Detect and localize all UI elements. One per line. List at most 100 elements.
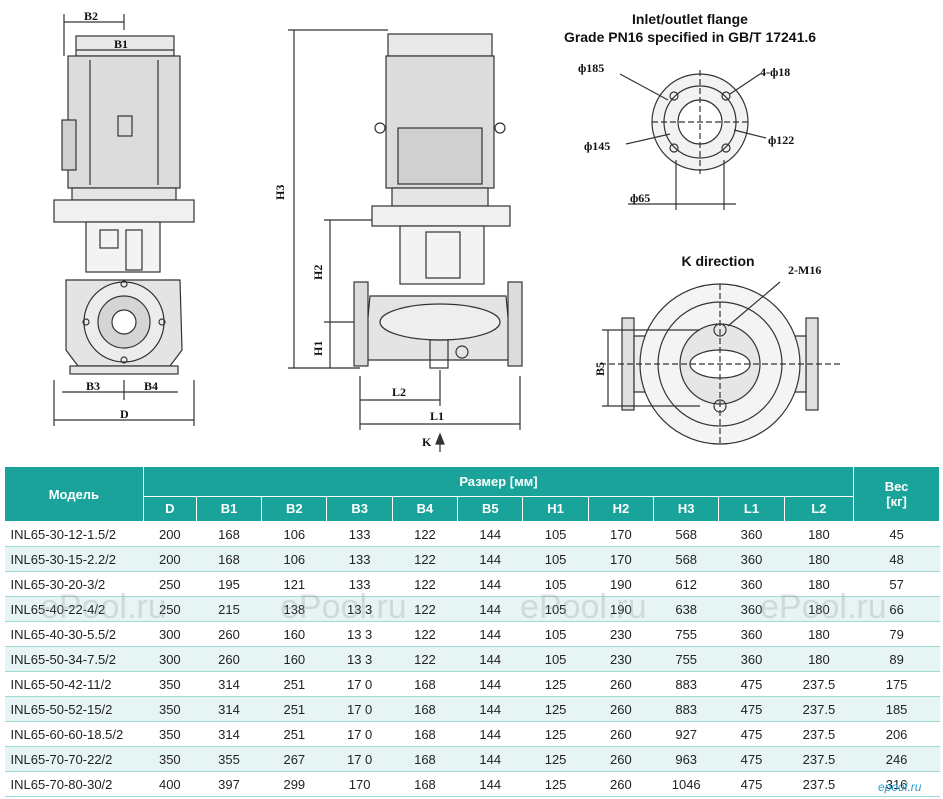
label-l2: L2: [392, 385, 406, 399]
value-cell: 195: [196, 571, 262, 597]
value-cell: 360: [718, 521, 785, 547]
value-cell: 251: [261, 721, 327, 747]
model-header: Модель: [4, 466, 144, 522]
value-cell: 133: [326, 571, 393, 597]
label-b4: B4: [144, 379, 158, 393]
value-cell: 17 0: [326, 696, 393, 722]
flange-title: Inlet/outlet flange: [632, 11, 748, 27]
value-cell: 300: [143, 646, 197, 672]
value-cell: 314: [196, 671, 262, 697]
value-cell: 57: [853, 571, 940, 597]
value-cell: 125: [522, 746, 589, 772]
column-header-d: D: [142, 495, 197, 523]
value-cell: 144: [457, 671, 523, 697]
column-header-b3: B3: [326, 495, 393, 523]
value-cell: 105: [522, 521, 589, 547]
value-cell: 144: [457, 621, 523, 647]
flange-subtitle: Grade PN16 specified in GB/T 17241.6: [564, 29, 816, 45]
value-cell: 66: [853, 596, 940, 622]
value-cell: 883: [653, 671, 719, 697]
value-cell: 316: [853, 771, 940, 797]
value-cell: 755: [653, 646, 719, 672]
value-cell: 230: [588, 621, 654, 647]
model-cell: INL65-30-20-3/2: [4, 571, 144, 597]
column-header-b1: B1: [195, 495, 263, 523]
value-cell: 360: [718, 596, 785, 622]
value-cell: 144: [457, 521, 523, 547]
value-cell: 168: [392, 746, 458, 772]
value-cell: 13 3: [326, 646, 393, 672]
value-cell: 237.5: [784, 671, 854, 697]
value-cell: 475: [718, 746, 785, 772]
value-cell: 125: [522, 771, 589, 797]
label-m16: 2-M16: [788, 263, 821, 277]
model-cell: INL65-60-60-18.5/2: [4, 721, 144, 747]
value-cell: 180: [784, 646, 854, 672]
value-cell: 13 3: [326, 596, 393, 622]
value-cell: 144: [457, 771, 523, 797]
value-cell: 250: [143, 596, 197, 622]
value-cell: 400: [143, 771, 197, 797]
k-direction-view: [600, 281, 840, 445]
label-d: D: [120, 407, 129, 421]
model-cell: INL65-30-15-2.2/2: [4, 546, 144, 572]
column-header-l2: L2: [783, 495, 855, 523]
value-cell: 568: [653, 546, 719, 572]
value-cell: 168: [392, 696, 458, 722]
value-cell: 360: [718, 621, 785, 647]
value-cell: 175: [853, 671, 940, 697]
value-cell: 251: [261, 671, 327, 697]
value-cell: 299: [261, 771, 327, 797]
value-cell: 237.5: [784, 746, 854, 772]
value-cell: 250: [143, 571, 197, 597]
value-cell: 160: [261, 646, 327, 672]
value-cell: 260: [588, 771, 654, 797]
label-h1: H1: [311, 341, 325, 356]
value-cell: 125: [522, 696, 589, 722]
value-cell: 190: [588, 596, 654, 622]
value-cell: 475: [718, 721, 785, 747]
value-cell: 180: [784, 521, 854, 547]
value-cell: 144: [457, 571, 523, 597]
value-cell: 144: [457, 721, 523, 747]
value-cell: 133: [326, 546, 393, 572]
value-cell: 122: [392, 621, 458, 647]
value-cell: 200: [143, 546, 197, 572]
value-cell: 180: [784, 621, 854, 647]
column-header-b2: B2: [261, 495, 328, 523]
column-header-h3: H3: [653, 495, 720, 523]
value-cell: 105: [522, 646, 589, 672]
value-cell: 350: [143, 746, 197, 772]
value-cell: 1046: [653, 771, 719, 797]
value-cell: 17 0: [326, 671, 393, 697]
value-cell: 122: [392, 646, 458, 672]
value-cell: 260: [588, 721, 654, 747]
value-cell: 122: [392, 546, 458, 572]
value-cell: 125: [522, 721, 589, 747]
label-b2: B2: [84, 9, 98, 23]
value-cell: 568: [653, 521, 719, 547]
value-cell: 168: [392, 771, 458, 797]
model-cell: INL65-50-52-15/2: [4, 696, 144, 722]
label-b3: B3: [86, 379, 100, 393]
value-cell: 168: [392, 671, 458, 697]
label-phi122: ф122: [768, 133, 794, 147]
label-l1: L1: [430, 409, 444, 423]
value-cell: 215: [196, 596, 262, 622]
value-cell: 160: [261, 621, 327, 647]
column-header-b4: B4: [391, 495, 459, 523]
value-cell: 180: [784, 546, 854, 572]
label-holes: 4-ф18: [760, 65, 790, 79]
label-h3: H3: [273, 185, 287, 200]
value-cell: 314: [196, 721, 262, 747]
value-cell: 105: [522, 546, 589, 572]
